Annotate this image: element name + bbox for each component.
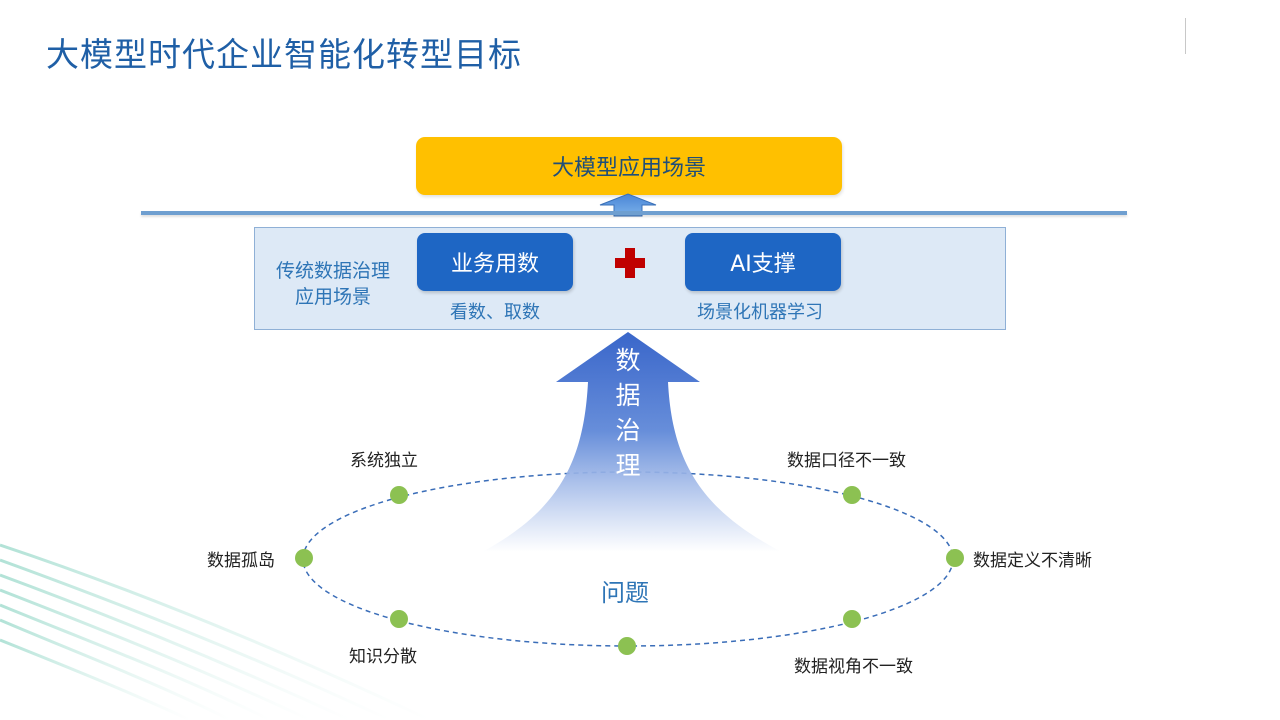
node-label-system-independent: 系统独立 bbox=[350, 451, 418, 471]
node-label-knowledge-scattered: 知识分散 bbox=[349, 647, 417, 667]
header-divider bbox=[1185, 18, 1186, 54]
business-data-pill: 业务用数 bbox=[417, 233, 573, 291]
node-dot-inconsistent-view bbox=[843, 610, 861, 628]
node-dot-bottom bbox=[618, 637, 636, 655]
plus-icon bbox=[615, 248, 645, 278]
node-dot-knowledge-scattered bbox=[390, 610, 408, 628]
separator-bar bbox=[141, 211, 1127, 215]
business-data-label: 业务用数 bbox=[450, 252, 539, 277]
arrow-char: 据 bbox=[615, 381, 641, 410]
arrow-char: 治 bbox=[615, 416, 641, 445]
panel-label-line: 传统数据治理 bbox=[275, 260, 390, 282]
node-dot-unclear-definition bbox=[946, 549, 964, 567]
llm-scenario-label: 大模型应用场景 bbox=[551, 156, 706, 181]
node-label-inconsistent-view: 数据视角不一致 bbox=[794, 657, 913, 677]
wave-lines bbox=[0, 543, 431, 720]
node-dot-inconsistent-caliber bbox=[843, 486, 861, 504]
arrow-label: 数据治理 bbox=[604, 343, 652, 483]
node-label-data-island: 数据孤岛 bbox=[207, 551, 275, 571]
arrow-char: 数 bbox=[615, 346, 641, 375]
small-up-arrow-icon bbox=[599, 193, 657, 217]
business-data-sub: 看数、取数 bbox=[450, 302, 540, 323]
problem-label: 问题 bbox=[601, 579, 649, 607]
node-dot-data-island bbox=[295, 549, 313, 567]
node-dot-system-independent bbox=[390, 486, 408, 504]
node-label-inconsistent-caliber: 数据口径不一致 bbox=[787, 451, 906, 471]
llm-scenario-box: 大模型应用场景 bbox=[416, 137, 842, 195]
arrow-text: 数据治理 bbox=[604, 343, 652, 483]
ai-support-sub: 场景化机器学习 bbox=[697, 302, 823, 323]
page-title: 大模型时代企业智能化转型目标 bbox=[46, 35, 522, 74]
traditional-governance-panel: 传统数据治理应用场景 业务用数 看数、取数 AI支撑 场景化机器学习 bbox=[254, 227, 1006, 330]
ai-support-pill: AI支撑 bbox=[685, 233, 841, 291]
panel-label-line: 应用场景 bbox=[294, 286, 371, 308]
node-label-unclear-definition: 数据定义不清晰 bbox=[973, 551, 1092, 571]
ai-support-label: AI支撑 bbox=[730, 252, 796, 277]
arrow-char: 理 bbox=[615, 451, 641, 480]
data-governance-arrow bbox=[482, 332, 782, 552]
panel-label: 传统数据治理应用场景 bbox=[263, 258, 403, 310]
